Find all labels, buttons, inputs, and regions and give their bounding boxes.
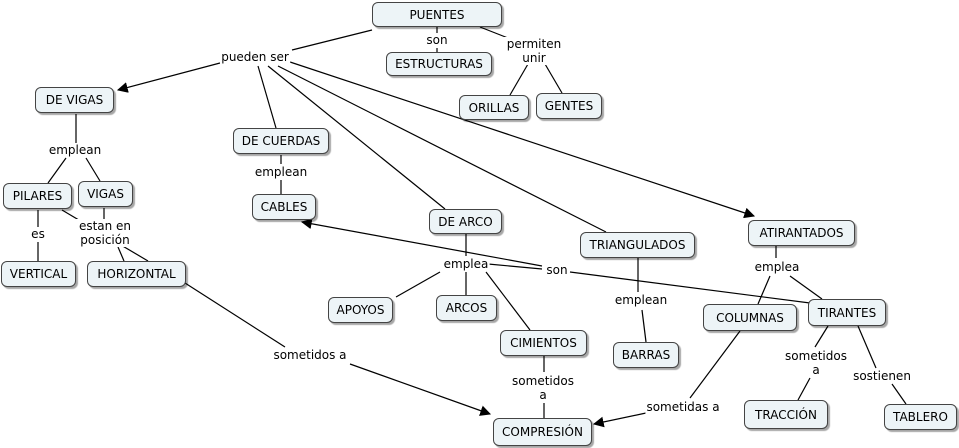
link-permiten-unir: permiten unir xyxy=(504,37,564,65)
concept-pilares[interactable]: PILARES xyxy=(3,183,72,209)
edge xyxy=(757,275,771,305)
concept-tirantes[interactable]: TIRANTES xyxy=(808,299,886,326)
edge xyxy=(857,325,877,369)
edge xyxy=(689,330,741,399)
link-sometidos-a-cimientos: sometidos a xyxy=(507,374,579,402)
concept-cables[interactable]: CABLES xyxy=(252,194,316,220)
edge xyxy=(267,65,446,210)
edge xyxy=(814,325,829,348)
link-estan-en-posicion: estan en posición xyxy=(74,219,136,247)
edge xyxy=(789,275,823,300)
link-sometidas-a: sometidas a xyxy=(645,400,721,414)
concept-estructuras[interactable]: ESTRUCTURAS xyxy=(386,52,492,76)
edge xyxy=(592,412,647,428)
edge xyxy=(47,157,67,184)
edge xyxy=(349,363,492,416)
edge xyxy=(891,383,907,405)
edge xyxy=(509,63,529,96)
edge xyxy=(277,65,607,233)
edge xyxy=(485,271,531,331)
link-emplean-triang: emplean xyxy=(613,293,669,307)
concept-columnas[interactable]: COLUMNAS xyxy=(703,304,797,331)
link-emplean-vigas: emplean xyxy=(47,143,103,157)
concept-tablero[interactable]: TABLERO xyxy=(884,404,957,430)
concept-barras[interactable]: BARRAS xyxy=(613,342,679,368)
edge xyxy=(85,157,101,182)
edge xyxy=(117,246,125,262)
concept-vertical[interactable]: VERTICAL xyxy=(1,261,76,287)
edge xyxy=(300,218,543,267)
concept-de-cuerdas[interactable]: DE CUERDAS xyxy=(233,128,329,154)
concept-traccion[interactable]: TRACCIÓN xyxy=(744,400,828,429)
concept-orillas[interactable]: ORILLAS xyxy=(459,95,529,120)
link-son: son xyxy=(425,33,449,47)
concept-horizontal[interactable]: HORIZONTAL xyxy=(87,261,186,287)
concept-triangulados[interactable]: TRIANGULADOS xyxy=(580,232,695,258)
concept-vigas[interactable]: VIGAS xyxy=(78,181,133,207)
concept-gentes[interactable]: GENTES xyxy=(536,93,602,119)
concept-atirantados[interactable]: ATIRANTADOS xyxy=(748,220,855,246)
edge xyxy=(479,26,509,39)
link-emplea-arco: emplea xyxy=(442,257,490,271)
edge xyxy=(797,377,811,401)
edge xyxy=(184,282,286,348)
edge xyxy=(544,63,563,94)
link-sostienen: sostienen xyxy=(852,369,912,383)
edge xyxy=(569,271,811,304)
link-pueden-ser: pueden ser xyxy=(220,50,290,64)
concept-arcos[interactable]: ARCOS xyxy=(436,295,497,321)
link-sometidos-a-tirantes: sometidos a xyxy=(780,349,852,377)
concept-compresion[interactable]: COMPRESIÓN xyxy=(493,418,592,446)
edge xyxy=(395,271,441,298)
concept-de-arco[interactable]: DE ARCO xyxy=(429,209,502,234)
link-emplea-atir: emplea xyxy=(753,260,801,274)
link-sometidos-a-horizontal: sometidos a xyxy=(272,348,348,362)
link-es: es xyxy=(30,227,46,241)
link-emplean-cuerdas: emplean xyxy=(253,165,309,179)
edge xyxy=(116,62,221,93)
edge xyxy=(257,65,277,129)
edge xyxy=(291,29,373,51)
link-son-tirantes: son xyxy=(545,263,569,277)
edge xyxy=(289,61,756,219)
concept-puentes[interactable]: PUENTES xyxy=(372,2,502,27)
concept-cimientos[interactable]: CIMIENTOS xyxy=(500,330,587,356)
concept-apoyos[interactable]: APOYOS xyxy=(328,297,393,323)
edge xyxy=(641,309,647,343)
concept-de-vigas[interactable]: DE VIGAS xyxy=(35,87,114,113)
edge xyxy=(487,263,543,270)
